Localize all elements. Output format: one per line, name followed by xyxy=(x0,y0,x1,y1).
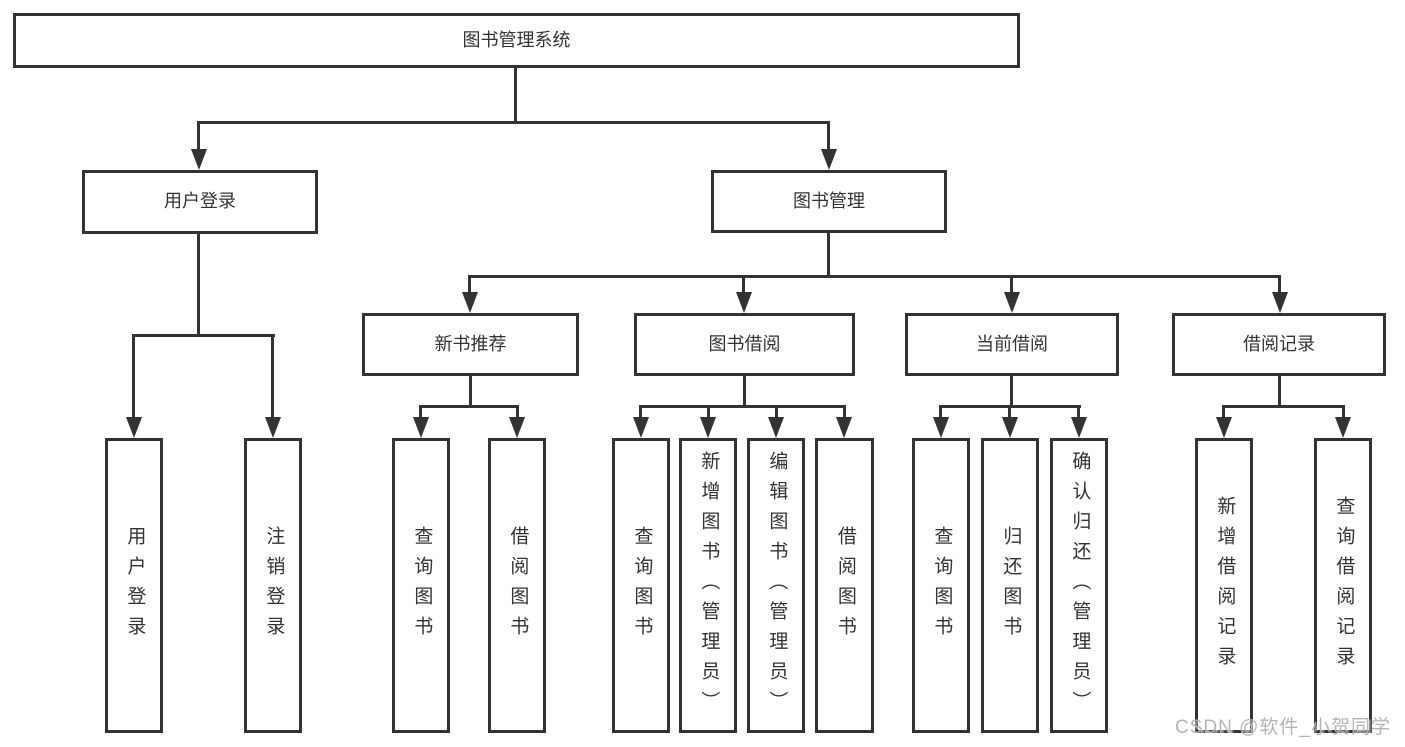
connector-line xyxy=(197,121,200,153)
leaf-query-books-recommend: 查询图书 xyxy=(392,438,450,733)
arrow-down-icon xyxy=(700,417,716,438)
connector-line xyxy=(419,405,519,408)
connector-line xyxy=(197,121,830,124)
connector-line xyxy=(516,405,519,423)
leaf-return-books: 归还图书 xyxy=(981,438,1039,733)
arrow-down-icon xyxy=(736,292,752,313)
connector-line xyxy=(843,405,846,423)
connector-line xyxy=(827,121,830,153)
leaf-query-books-current: 查询图书 xyxy=(912,438,970,733)
node-current-borrowing: 当前借阅 xyxy=(905,313,1119,376)
connector-line xyxy=(1010,275,1013,297)
node-new-book-recommend: 新书推荐 xyxy=(362,313,579,376)
arrow-down-icon xyxy=(1004,292,1020,313)
connector-line xyxy=(707,405,710,423)
arrow-down-icon xyxy=(265,417,281,438)
leaf-query-borrow-record: 查询借阅记录 xyxy=(1314,438,1372,733)
connector-line xyxy=(469,376,472,408)
leaf-edit-book-admin: 编辑图书（管理员） xyxy=(747,438,805,733)
connector-line xyxy=(743,376,746,408)
connector-line xyxy=(468,275,471,297)
leaf-add-borrow-record: 新增借阅记录 xyxy=(1195,438,1253,733)
connector-line xyxy=(742,275,745,297)
connector-line xyxy=(1278,275,1281,297)
arrow-down-icon xyxy=(1216,417,1232,438)
connector-line xyxy=(514,68,517,123)
leaf-user-login: 用户登录 xyxy=(105,438,163,733)
arrow-down-icon xyxy=(821,149,837,170)
connector-line xyxy=(639,405,846,408)
connector-line xyxy=(1010,376,1013,408)
connector-line xyxy=(468,275,1281,278)
arrow-down-icon xyxy=(126,417,142,438)
connector-line xyxy=(197,234,200,337)
watermark: CSDN @软件_小贺同学 xyxy=(1175,717,1391,738)
connector-line xyxy=(1222,405,1225,423)
connector-line xyxy=(1077,405,1080,423)
node-root: 图书管理系统 xyxy=(13,13,1020,68)
leaf-query-books-borrowing: 查询图书 xyxy=(612,438,670,733)
arrow-down-icon xyxy=(1272,292,1288,313)
arrow-down-icon xyxy=(768,417,784,438)
connector-line xyxy=(1008,405,1011,423)
leaf-confirm-return-admin: 确认归还（管理员） xyxy=(1050,438,1108,733)
connector-line xyxy=(1222,405,1345,408)
connector-line xyxy=(775,405,778,423)
arrow-down-icon xyxy=(1002,417,1018,438)
leaf-add-book-admin: 新增图书（管理员） xyxy=(679,438,737,733)
connector-line xyxy=(1278,376,1281,408)
leaf-borrow-books-borrowing: 借阅图书 xyxy=(815,438,874,733)
arrow-down-icon xyxy=(462,292,478,313)
node-book-borrowing: 图书借阅 xyxy=(634,313,855,376)
arrow-down-icon xyxy=(191,149,207,170)
arrow-down-icon xyxy=(1071,417,1087,438)
connector-line xyxy=(132,334,275,337)
leaf-logout: 注销登录 xyxy=(244,438,302,733)
connector-line xyxy=(419,405,422,423)
arrow-down-icon xyxy=(1335,417,1351,438)
arrow-down-icon xyxy=(933,417,949,438)
connector-line xyxy=(1342,405,1345,423)
connector-line xyxy=(271,334,274,422)
arrow-down-icon xyxy=(633,417,649,438)
connector-line xyxy=(132,334,135,422)
connector-line xyxy=(827,233,830,278)
node-user-login: 用户登录 xyxy=(82,170,318,234)
arrow-down-icon xyxy=(836,417,852,438)
leaf-borrow-books-recommend: 借阅图书 xyxy=(488,438,546,733)
connector-line xyxy=(939,405,942,423)
connector-line xyxy=(639,405,642,423)
arrow-down-icon xyxy=(413,417,429,438)
arrow-down-icon xyxy=(509,417,525,438)
node-book-management: 图书管理 xyxy=(711,170,947,233)
node-borrowing-records: 借阅记录 xyxy=(1172,313,1386,376)
